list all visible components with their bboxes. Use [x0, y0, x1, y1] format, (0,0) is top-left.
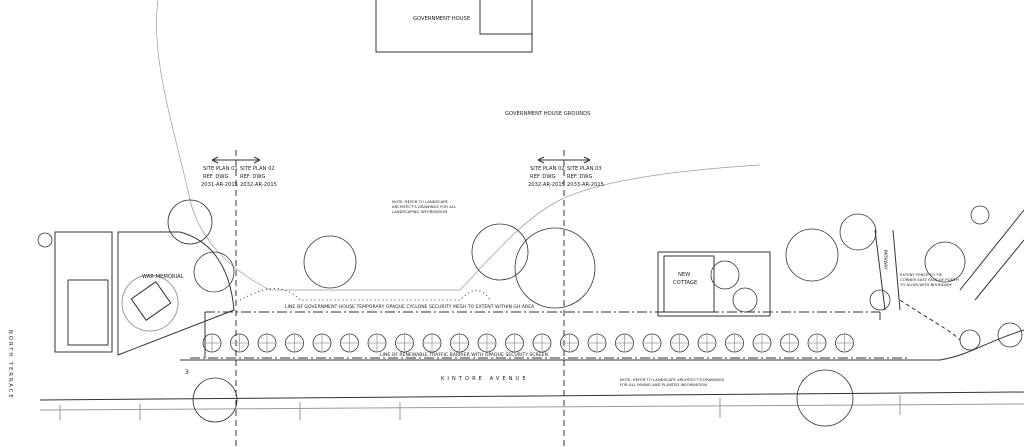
street-tree-cross — [368, 334, 386, 352]
pathway — [874, 229, 901, 311]
site-plan-1-dwg: 2031-AR-2015 — [201, 182, 238, 188]
new-cottage-label-2: COTTAGE — [673, 280, 697, 286]
barrier-line-label: LINE OF RENEWABLE TRAFFIC BARRIER WITH O… — [380, 352, 548, 358]
street-tree-cross — [203, 334, 221, 352]
road-kerb-south — [39, 391, 1024, 401]
war-memorial-label: WAR MEMORIAL — [142, 274, 184, 280]
street-tree-cross — [670, 334, 689, 352]
street-tree-cross — [643, 334, 661, 352]
street-tree-cross — [725, 334, 744, 352]
note-landscape-bottom-1: NOTE: REFER TO LANDSCAPE ARCHITECT'S DRA… — [620, 377, 725, 382]
kintore-avenue-label: KINTORE AVENUE — [441, 376, 529, 382]
site-plan-4-dwg: 2033-AR-2015 — [567, 182, 604, 188]
street-trees — [202, 333, 854, 353]
note-landscape-top-3: LANDSCAPING INFORMATION — [392, 209, 447, 214]
north-terrace-label: NORTH TERRACE — [7, 330, 13, 400]
street-tree-cross — [560, 334, 579, 352]
site-plan-4-ref: REF. DWG — [567, 174, 592, 180]
note-landscape-top-1: NOTE: REFER TO LANDSCAPE — [392, 199, 449, 204]
street-tree-cross — [808, 334, 826, 352]
government-house-outline — [375, 0, 533, 53]
street-tree-cross — [835, 334, 854, 352]
fence-line-label: LINE OF GOVERNMENT HOUSE TEMPORARY OPAQU… — [285, 304, 535, 310]
planting-area — [239, 287, 491, 301]
site-plan-4-title: SITE PLAN 03 — [567, 166, 602, 172]
government-house-label: GOVERNMENT HOUSE — [413, 16, 470, 22]
new-cottage — [657, 251, 771, 317]
note-landscape-bottom-2: FOR ALL PAVING AND PLANTED INFORMATION — [620, 382, 707, 387]
site-plan-2-ref: REF. DWG — [240, 174, 265, 180]
new-cottage-label-1: NEW — [678, 272, 690, 278]
note-fence-1: EXTENT FENCE TO TIE — [900, 272, 943, 277]
site-plan-1-ref: REF. DWG — [203, 174, 228, 180]
large-trees — [37, 199, 1023, 427]
street-tree-cross — [588, 334, 606, 352]
street-tree-cross — [478, 334, 496, 352]
grounds-label: GOVERNMENT HOUSE GROUNDS — [505, 111, 590, 117]
street-tree-cross — [285, 334, 304, 352]
street-tree-cross — [615, 334, 634, 352]
site-plan-2-dwg: 2032-AR-2015 — [240, 182, 277, 188]
site-plan-2-title: SITE PLAN 02 — [240, 166, 275, 172]
note-fence-2: CORNER EAST FACE OF PLINTH — [900, 277, 959, 282]
street-tree-cross — [340, 334, 359, 352]
site-plan-1-title: SITE PLAN 01 — [203, 166, 238, 172]
section-arrow-right — [537, 156, 591, 164]
street-tree-cross — [423, 334, 441, 352]
note-landscape-top-2: ARCHITECT'S DRAWINGS FOR ALL — [392, 204, 457, 209]
site-plan-3-title: SITE PLAN 02 — [530, 166, 565, 172]
street-tree-cross — [395, 334, 414, 352]
street-tree-cross — [313, 334, 331, 352]
road-kerb-south-2 — [39, 403, 1024, 411]
site-plan-3-dwg: 2032-AR-2015 — [528, 182, 565, 188]
war-memorial-enclosure — [117, 231, 235, 356]
street-tree-cross — [505, 334, 524, 352]
note-fence-3: TO ALIGN WITH BOUNDARY — [899, 282, 953, 287]
site-plan-3-ref: REF. DWG — [530, 174, 555, 180]
road-kerb-north — [180, 329, 1024, 361]
street-tree-cross — [698, 334, 716, 352]
diagonal-road — [959, 209, 1024, 301]
north-terrace-building — [54, 231, 113, 353]
street-tree-cross — [753, 334, 771, 352]
street-tree-cross — [450, 334, 469, 352]
grounds-boundary — [156, 0, 761, 291]
pathway-label: PATHWAY — [883, 250, 888, 270]
section-arrow-left — [211, 156, 261, 164]
street-tree-cross — [230, 334, 249, 352]
street-tree-cross — [533, 334, 551, 352]
street-tree-cross — [258, 334, 276, 352]
point-3-label: 3 — [185, 369, 189, 376]
street-tree-cross — [780, 334, 799, 352]
